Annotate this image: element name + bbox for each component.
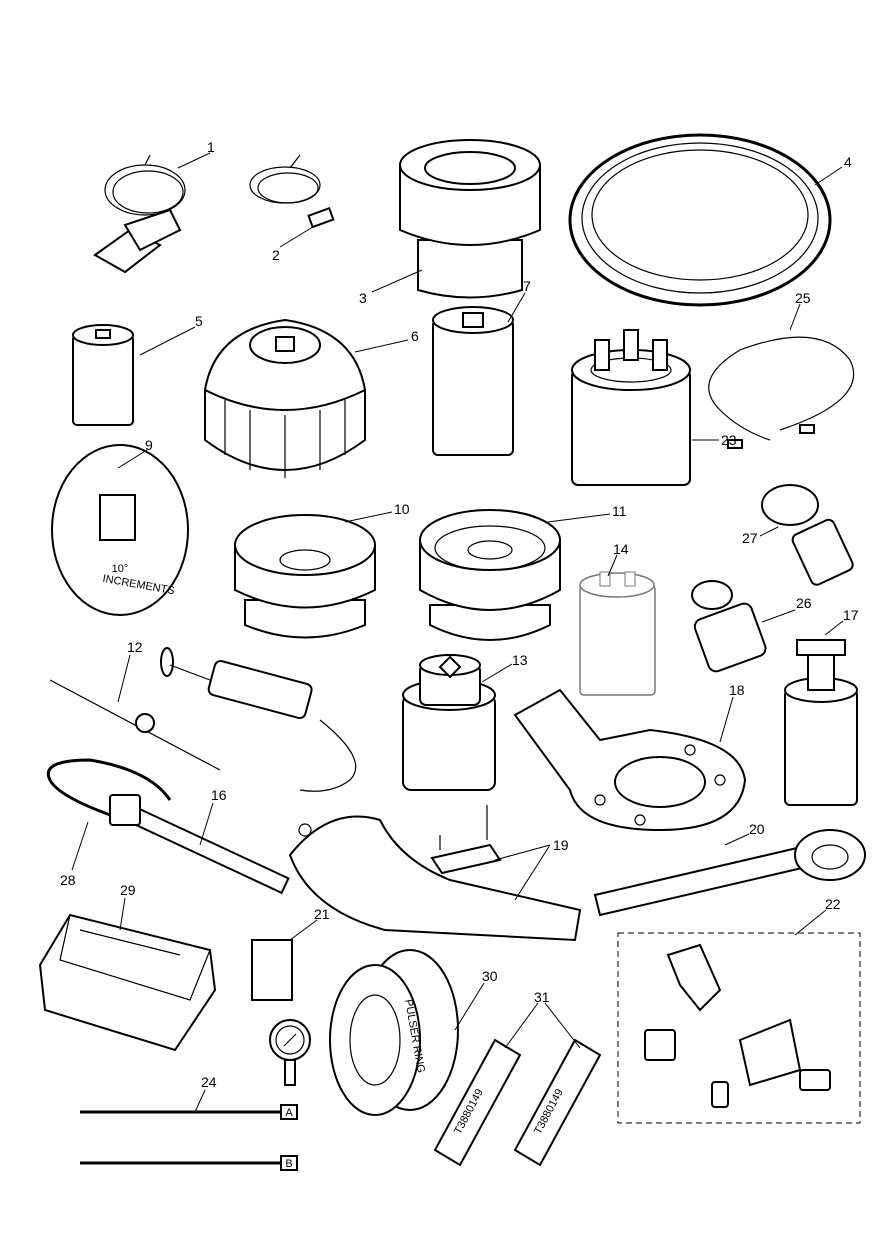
part-9-degree-wheel: 10° INCREMENTS (51, 444, 189, 616)
callout-11: 11 (612, 503, 627, 519)
callout-numbers: 1 2 3 4 5 6 7 9 10 11 12 13 14 16 17 18 … (60, 139, 859, 1090)
callout-27: 27 (742, 530, 758, 546)
part-13-socket (402, 654, 496, 791)
callout-17: 17 (843, 607, 859, 623)
callout-20: 20 (749, 821, 765, 837)
callout-9: 9 (145, 437, 153, 453)
callout-3: 3 (359, 290, 367, 306)
callout-1: 1 (207, 139, 215, 155)
part-14-castellated-socket (579, 571, 656, 696)
callout-6: 6 (411, 328, 419, 344)
callout-4: 4 (844, 154, 852, 170)
callout-21: 21 (314, 906, 330, 922)
part-19-hook-spanner (288, 815, 582, 942)
part-20-spanner (593, 829, 866, 917)
part-10-cup (234, 514, 376, 639)
part-25-lead (708, 336, 855, 449)
part-16-handle (109, 794, 290, 895)
callout-16: 16 (211, 787, 227, 803)
part-6-oil-filter-wrench (203, 318, 367, 478)
callout-25: 25 (795, 290, 811, 306)
part-22-tool-kit (617, 932, 861, 1124)
callout-19: 19 (553, 837, 569, 853)
part-4-ring (568, 133, 832, 307)
part-31-timing-blocks: T3880149 T3880149 (433, 1038, 602, 1167)
part-18-holding-tool (513, 688, 747, 832)
callout-28: 28 (60, 872, 76, 888)
callout-12: 12 (127, 639, 143, 655)
fitting-b-label: B (285, 1158, 292, 1170)
callout-26: 26 (796, 595, 812, 611)
fitting-a-label: A (285, 1107, 293, 1119)
callout-31: 31 (534, 989, 550, 1005)
callout-30: 30 (482, 968, 498, 984)
part-2-cable (249, 154, 335, 229)
part-23-castellated-socket (571, 329, 691, 486)
part-12-vacuum-syringe (49, 647, 357, 792)
part-7-socket (432, 306, 514, 456)
part-1-diagnostic-cable (93, 154, 186, 274)
callout-5: 5 (195, 313, 203, 329)
part-17-puller (784, 639, 858, 806)
part-11-cup (419, 509, 561, 641)
part-30-pulser-ring-tool: PULSER RING (329, 949, 459, 1116)
part-5-socket (72, 324, 134, 426)
callout-23: 23 (721, 432, 737, 448)
leader-lines (71, 152, 844, 1113)
part-29-battery-charger (38, 913, 217, 1052)
callout-2: 2 (272, 247, 280, 263)
callout-18: 18 (729, 682, 745, 698)
part-3-socket (399, 139, 541, 299)
callout-13: 13 (512, 652, 528, 668)
callout-7: 7 (523, 278, 531, 294)
callout-14: 14 (613, 541, 629, 557)
part-27-adapter (761, 484, 854, 586)
part-26-adapter (691, 580, 767, 673)
callout-24: 24 (201, 1074, 217, 1090)
callout-22: 22 (825, 896, 841, 912)
callout-29: 29 (120, 882, 136, 898)
part-28-strap-wrench (46, 758, 172, 827)
part-19-studs (430, 805, 502, 875)
degree-wheel-line1: 10° (112, 563, 129, 575)
callout-10: 10 (394, 501, 410, 517)
part-21-card (251, 939, 293, 1001)
part-24-pressure-gauge: A B (80, 1019, 311, 1171)
